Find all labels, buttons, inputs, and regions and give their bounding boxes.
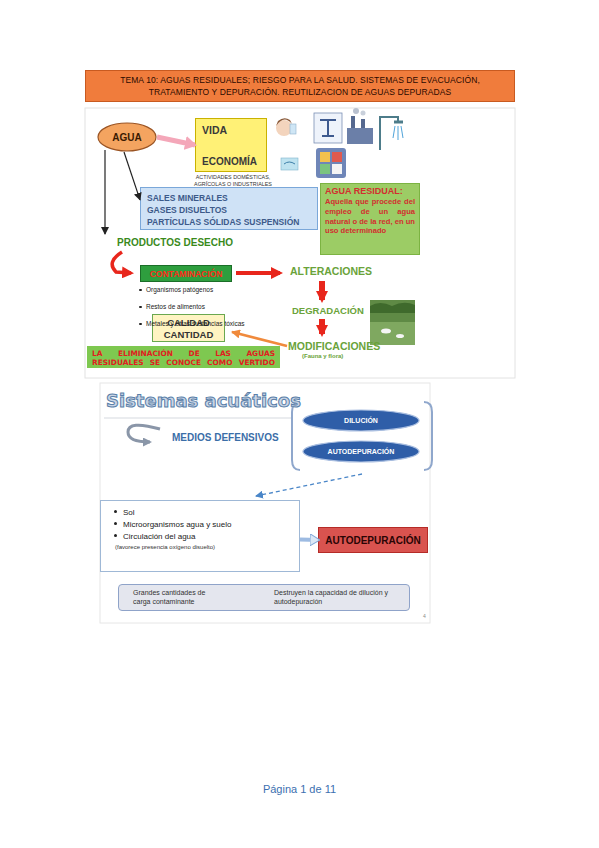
node-text: CANTIDAD bbox=[153, 329, 224, 341]
node-text: DILUCIÓN bbox=[344, 417, 378, 424]
title-text: TEMA 10: AGUAS RESIDUALES; RIESGO PARA L… bbox=[100, 74, 500, 98]
heading-text: PRODUCTOS DESECHO bbox=[117, 237, 233, 248]
pond-photo bbox=[370, 303, 415, 313]
glass-icon bbox=[290, 124, 296, 134]
concept-box: CALIDADCANTIDAD bbox=[152, 314, 225, 342]
flow-arrow bbox=[124, 152, 140, 200]
bracket bbox=[292, 402, 300, 470]
curved-arrow bbox=[128, 425, 160, 442]
note-text: (Fauna y flora) bbox=[302, 353, 343, 359]
heading-text: MEDIOS DEFENSIVOS bbox=[172, 432, 279, 443]
bullet-text: Organismos patógenos bbox=[146, 286, 599, 294]
flow-arrow bbox=[104, 150, 105, 234]
node-text: Microorganismos agua y suelo bbox=[123, 519, 291, 531]
content-box: SALES MINERALESGASES DISUELTOSPARTÍCULAS… bbox=[140, 187, 318, 230]
slide-frame bbox=[85, 108, 515, 378]
node-text: Sol bbox=[123, 507, 291, 519]
node-text: Destruyen la capacidad de dilución y aut… bbox=[274, 588, 396, 606]
dashed-arrow bbox=[256, 474, 362, 496]
definition-box: AGUA RESIDUAL:Aquella que procede del em… bbox=[320, 183, 420, 255]
pond-photo bbox=[370, 300, 415, 345]
flow-arrow bbox=[300, 538, 318, 542]
flow-arrow bbox=[319, 281, 325, 300]
flow-arrow bbox=[236, 271, 280, 275]
slide-title: Sistemas acuáticos bbox=[106, 390, 301, 411]
kitchen-icon bbox=[320, 164, 330, 174]
curved-arrow bbox=[112, 252, 131, 273]
node-text: GASES DISUELTOS bbox=[147, 204, 311, 216]
node-text: AGUA bbox=[112, 132, 141, 143]
list-box: SolMicroorganismos agua y sueloCirculaci… bbox=[100, 500, 300, 572]
flow-arrow bbox=[319, 319, 325, 334]
smoke-icon bbox=[353, 108, 359, 114]
node-text: PARTÍCULAS SÓLIDAS SUSPENSIÓN bbox=[147, 216, 311, 228]
node-text: AUTODEPURACIÓN bbox=[325, 535, 420, 546]
slide-number: 4 bbox=[423, 613, 426, 619]
hair-icon bbox=[276, 118, 292, 126]
ellipse-shape bbox=[98, 123, 156, 151]
stage-text: MODIFICACIONES bbox=[288, 340, 380, 352]
smoke-icon bbox=[361, 111, 366, 116]
page-footer: Página 1 de 11 bbox=[0, 783, 599, 795]
concept-ellipse: DILUCIÓN bbox=[302, 409, 420, 432]
kitchen-icon bbox=[332, 164, 342, 174]
start-ellipse: AGUA bbox=[97, 122, 157, 152]
chimney-icon bbox=[361, 119, 365, 128]
title-rule bbox=[104, 417, 292, 418]
title-band: TEMA 10: AGUAS RESIDUALES; RIESGO PARA L… bbox=[85, 70, 515, 102]
node-text: ECONOMÍA bbox=[202, 156, 261, 167]
node-text: AGUA RESIDUAL: bbox=[325, 186, 415, 197]
kitchen-icon bbox=[316, 148, 346, 178]
block-arrow bbox=[157, 137, 195, 145]
swan-icon bbox=[396, 334, 404, 338]
tap-icon bbox=[314, 113, 342, 143]
node-text: Grandes cantidades de carga contaminante bbox=[133, 588, 223, 606]
caption-text: ACTIVIDADES DOMÉSTICAS, AGRÍCOLAS O INDU… bbox=[183, 174, 283, 187]
node-text: Aquella que procede del empleo de un agu… bbox=[325, 197, 415, 236]
factory-icon bbox=[347, 128, 373, 144]
statement-band: LA ELIMINACIÓN DE LAS AGUAS RESIDUALES S… bbox=[87, 346, 280, 368]
bracket bbox=[424, 402, 432, 470]
note-box: Grandes cantidades de carga contaminante… bbox=[118, 584, 410, 611]
node-text: LA ELIMINACIÓN DE LAS AGUAS RESIDUALES S… bbox=[92, 349, 275, 367]
tap-icon bbox=[320, 120, 336, 136]
concept-ellipse: AUTODEPURACIÓN bbox=[302, 440, 420, 463]
bullet-text: Restos de alimentos bbox=[146, 303, 599, 311]
node-text: SALES MINERALES bbox=[147, 192, 311, 204]
node-text: Circulación del agua bbox=[123, 531, 291, 543]
swan-icon bbox=[381, 329, 391, 334]
kitchen-icon bbox=[332, 152, 342, 162]
node-text: AUTODEPURACIÓN bbox=[328, 448, 395, 455]
concept-box: VIDA ECONOMÍA bbox=[195, 118, 267, 172]
highlight-box: CONTAMINACIÓN bbox=[140, 265, 232, 282]
ellipse-shape bbox=[303, 410, 419, 431]
stage-text: ALTERACIONES bbox=[290, 265, 372, 277]
sink-icon bbox=[284, 162, 295, 164]
ellipse-shape bbox=[303, 441, 419, 462]
water-icon bbox=[393, 126, 403, 140]
result-box: AUTODEPURACIÓN bbox=[318, 527, 428, 553]
flow-arrow bbox=[232, 332, 287, 346]
node-text: VIDA bbox=[202, 124, 261, 136]
chimney-icon bbox=[351, 116, 355, 128]
sink-icon bbox=[281, 158, 298, 170]
bullet-text: Metales y otras sustancias tóxicas bbox=[146, 320, 599, 328]
kitchen-icon bbox=[320, 152, 330, 162]
node-text: CONTAMINACIÓN bbox=[150, 269, 223, 279]
node-text: (favorece presencia oxígeno disuelto) bbox=[115, 543, 291, 552]
shower-icon bbox=[394, 121, 403, 124]
slide-frame bbox=[100, 383, 430, 623]
stage-text: DEGRADACIÓN bbox=[292, 305, 364, 316]
